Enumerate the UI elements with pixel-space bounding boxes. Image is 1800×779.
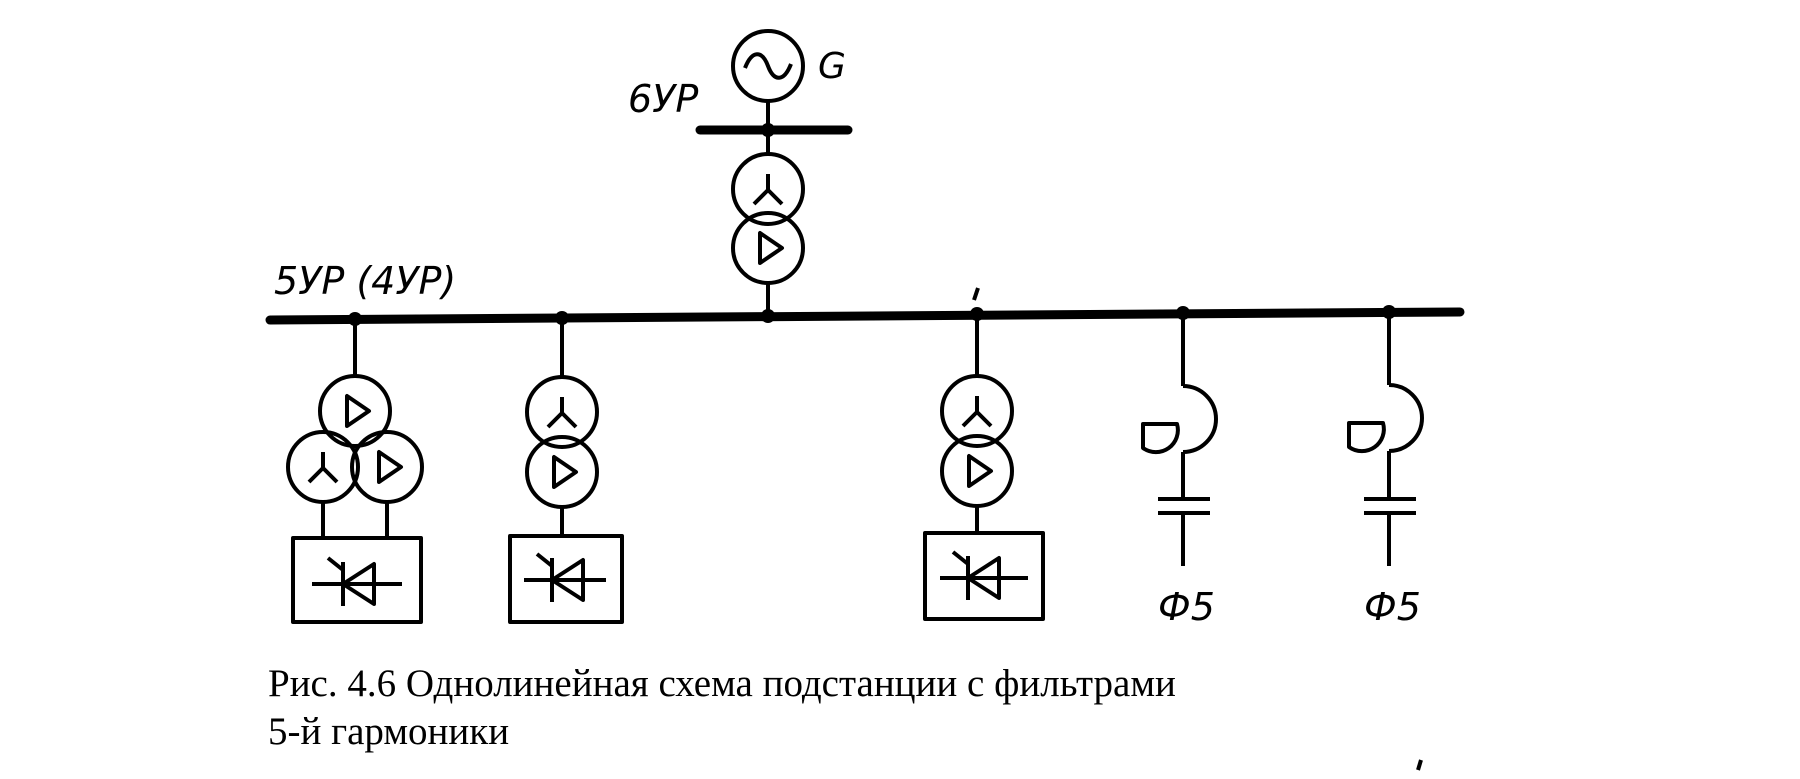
caption-line-2: 5-й гармоники — [268, 710, 510, 753]
thyristor-icon — [524, 552, 606, 602]
harmonic-filter-2 — [1347, 312, 1424, 566]
delta-winding-icon — [552, 455, 578, 489]
sine-wave-icon — [743, 52, 793, 80]
reactor-icon — [1388, 383, 1424, 453]
figure-caption: Рис. 4.6 Однолинейная схема подстанции с… — [268, 660, 1518, 756]
delta-winding-icon — [345, 394, 371, 428]
filter-1-label: Ф5 — [1158, 585, 1215, 629]
main-transformer — [731, 152, 805, 285]
thyristor-converter — [923, 531, 1045, 621]
thyristor-icon — [940, 550, 1028, 600]
feeder-three-winding-transformer — [286, 319, 424, 624]
star-winding-icon — [752, 174, 784, 206]
delta-winding-icon — [758, 231, 784, 265]
feeder-two-winding-transformer-2 — [923, 314, 1045, 621]
thyristor-converter — [508, 534, 624, 624]
harmonic-filter-1 — [1141, 313, 1218, 566]
generator — [731, 29, 805, 103]
star-winding-icon — [546, 397, 578, 429]
star-winding-icon — [961, 396, 993, 428]
reactor-icon — [1182, 384, 1218, 454]
main-bus-label: 5УР (4УР) — [274, 259, 456, 303]
thyristor-converter — [291, 536, 423, 624]
caption-line-1: Рис. 4.6 Однолинейная схема подстанции с… — [268, 662, 1176, 705]
top-bus-label: 6УР — [628, 77, 698, 121]
delta-winding-icon — [377, 450, 403, 484]
main-busbar — [265, 307, 1465, 325]
generator-label: G — [818, 46, 846, 87]
feeder-two-winding-transformer-1 — [508, 318, 624, 624]
star-winding-icon — [307, 452, 339, 484]
delta-winding-icon — [967, 454, 993, 488]
thyristor-icon — [312, 556, 402, 606]
filter-2-label: Ф5 — [1364, 585, 1421, 629]
